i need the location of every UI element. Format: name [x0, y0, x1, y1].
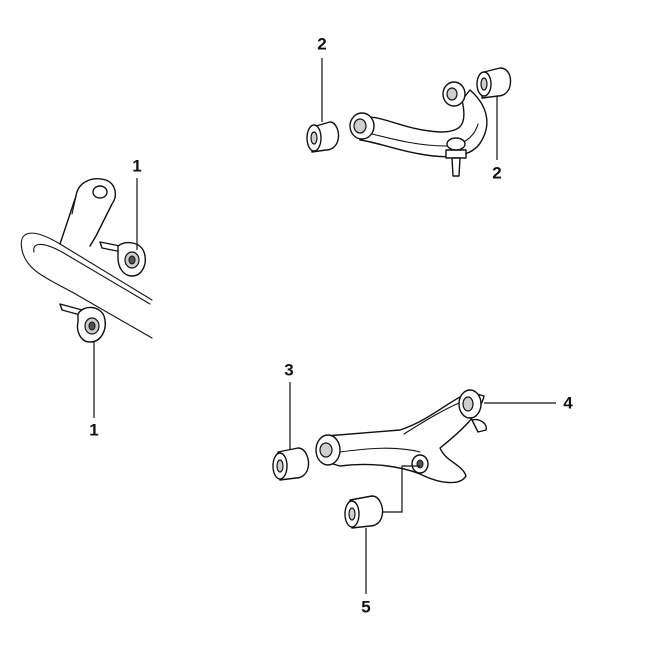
stabilizer-bushing-lower: [59, 303, 106, 343]
leader-5-bend: [382, 465, 420, 513]
callout-2-right: 2: [492, 163, 502, 183]
stabilizer-bushing-upper: [99, 241, 146, 277]
callout-5: 5: [361, 597, 371, 617]
callout-1-lower: 1: [89, 420, 99, 440]
upper-arm-bushing-left: [306, 121, 340, 153]
stabilizer-bar: [20, 178, 153, 339]
leader-lines: [93, 58, 556, 594]
lower-arm-bushing-rear: [344, 495, 384, 529]
callout-4: 4: [563, 393, 573, 413]
callout-3: 3: [284, 360, 294, 380]
callout-2-left: 2: [317, 34, 327, 54]
lower-control-arm: [315, 389, 487, 484]
upper-arm-bushing-right: [476, 67, 512, 99]
upper-control-arm: [349, 81, 488, 177]
lower-arm-bushing-front: [272, 447, 310, 481]
callout-1-upper: 1: [132, 156, 142, 176]
